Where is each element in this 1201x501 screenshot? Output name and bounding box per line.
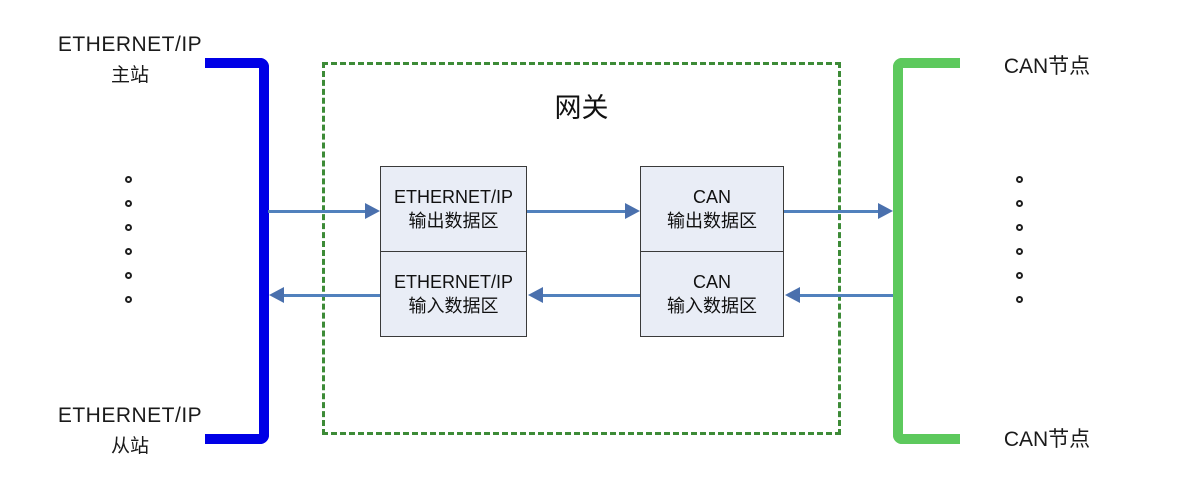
ellipsis-dot [125,248,132,255]
can-input-data-line1: CAN [692,271,731,292]
can-input-data-box: CAN 输入数据区 [640,251,784,337]
can-node-bottom-label: CAN节点 [1003,428,1091,451]
can-input-data-line2: 输入数据区 [667,296,757,316]
ellipsis-dot [1016,296,1023,303]
ethernet-nodes-ellipsis [125,176,132,303]
can-nodes-ellipsis [1016,176,1023,303]
can-node-top-label: CAN节点 [1003,55,1091,78]
ethernet-bus-bracket [205,58,269,444]
ethernet-output-data-box: ETHERNET/IP 输出数据区 [380,166,527,252]
gateway-title: 网关 [554,93,609,123]
arrow-canout-to-canbus-icon [784,203,893,219]
arrow-canin-to-ethin-icon [528,287,640,303]
can-output-data-line1: CAN [692,186,731,207]
ethernet-output-data-line2: 输出数据区 [408,211,499,231]
ellipsis-dot [125,176,132,183]
can-output-data-line2: 输出数据区 [667,211,757,231]
ellipsis-dot [125,272,132,279]
can-output-data-box: CAN 输出数据区 [640,166,784,252]
ethernet-input-data-box: ETHERNET/IP 输入数据区 [380,251,527,337]
ellipsis-dot [125,224,132,231]
arrow-ethbus-to-ethout-icon [268,203,380,219]
ellipsis-dot [125,296,132,303]
arrow-ethin-to-ethbus-icon [269,287,380,303]
ethernet-input-data-line1: ETHERNET/IP [393,271,513,292]
gateway-boundary [322,62,841,435]
ethernet-master-label-line1: ETHERNET/IP [57,33,203,56]
ethernet-master-label-line2: 主站 [110,65,149,86]
ethernet-slave-label-line1: ETHERNET/IP [57,404,203,427]
ethernet-output-data-line1: ETHERNET/IP [393,186,513,207]
can-bus-bracket [893,58,960,444]
ethernet-slave-label: ETHERNET/IP 从站 [40,404,220,458]
ellipsis-dot [1016,176,1023,183]
ellipsis-dot [1016,272,1023,279]
ellipsis-dot [1016,224,1023,231]
ellipsis-dot [125,200,132,207]
arrow-ethout-to-canout-icon [527,203,640,219]
ethernet-master-label: ETHERNET/IP 主站 [40,33,220,87]
ethernet-input-data-line2: 输入数据区 [408,296,499,316]
ellipsis-dot [1016,248,1023,255]
ellipsis-dot [1016,200,1023,207]
arrow-canbus-to-canin-icon [785,287,893,303]
ethernet-slave-label-line2: 从站 [110,436,149,457]
